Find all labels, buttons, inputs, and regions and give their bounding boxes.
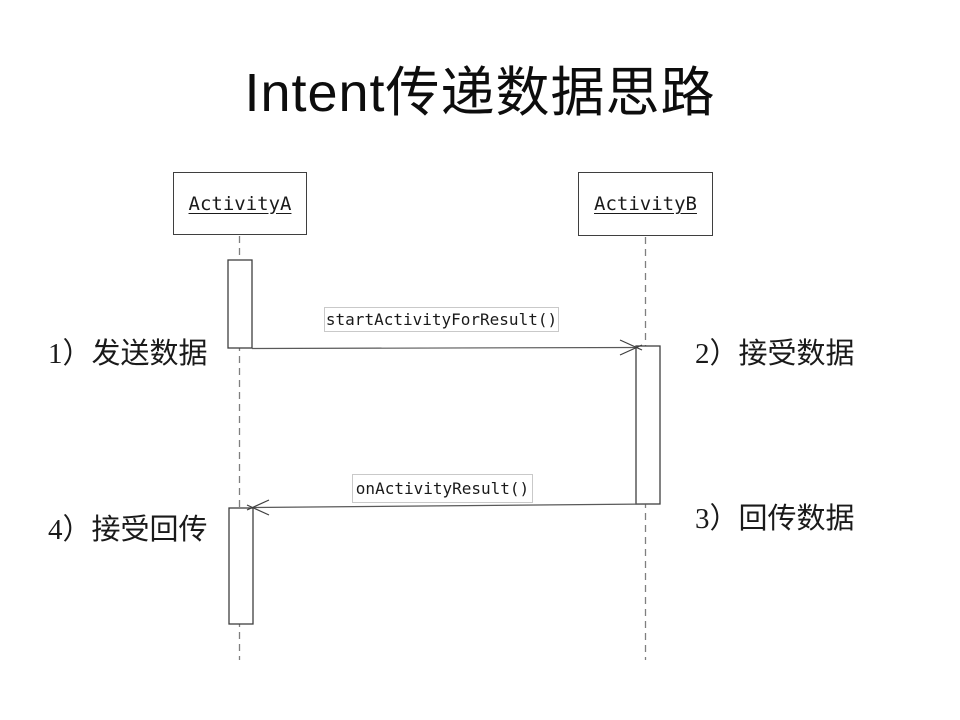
note-return-data: 3）回传数据 [695,503,855,535]
arrowhead-right-icon [619,339,643,356]
note-receive-data: 2）接受数据 [695,338,855,370]
message-line-startactivityforresult [251,346,637,350]
message-label-onactivityresult: onActivityResult() [352,474,533,503]
actor-label-activityb: ActivityB [594,193,697,215]
actor-box-activityb: ActivityB [578,172,713,236]
message-line-onactivityresult [252,503,649,509]
note-receive-return: 4）接受回传 [48,514,208,546]
note-send-data: 1）发送数据 [48,338,208,370]
arrowhead-left-icon [246,499,270,516]
activation-bar-activitya-send [227,259,253,349]
actor-label-activitya: ActivityA [188,192,292,215]
actor-box-activitya: ActivityA [173,172,307,235]
activation-bar-activitya-receive [228,507,254,625]
message-label-startactivityforresult: startActivityForResult() [324,307,559,332]
activation-bar-activityb [635,345,661,505]
slide-title: Intent传递数据思路 [244,63,716,123]
